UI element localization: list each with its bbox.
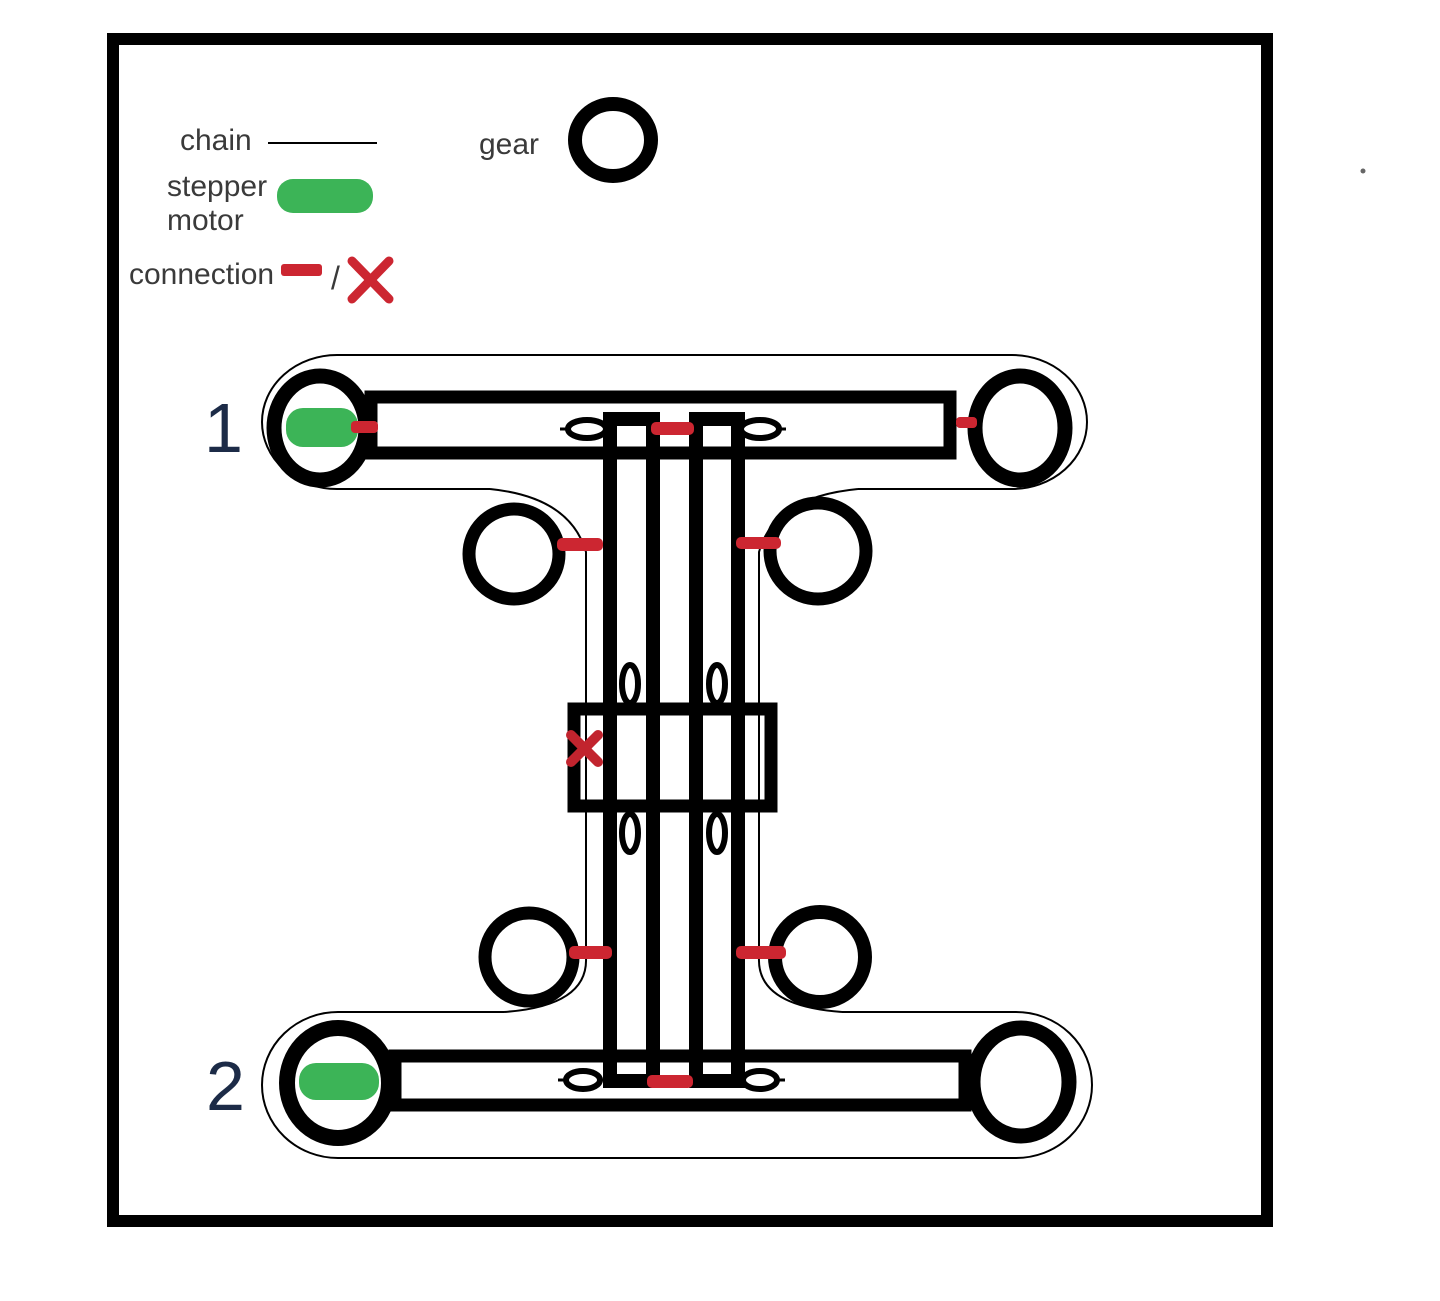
gear-icon: [568, 97, 658, 183]
link-bottom-right: [740, 1068, 780, 1092]
gear-top-right: [967, 368, 1073, 488]
connection-cross-icon: [347, 256, 394, 304]
chain-outline: [261, 354, 1093, 1159]
connection-mid-lower-right: [736, 946, 786, 959]
outer-border: [107, 33, 1273, 1227]
assembly-label-2: 2: [206, 1047, 245, 1125]
gear-mid-upper-left: [462, 502, 566, 606]
legend-stepper-label-line1: stepper: [167, 170, 267, 203]
link-top-right: [738, 417, 782, 441]
connection-mid-upper-right: [736, 537, 781, 549]
gear-mid-lower-right: [768, 905, 872, 1009]
connection-bottom-center: [647, 1075, 693, 1088]
legend-chain-label: chain: [180, 124, 252, 157]
connection-mid-upper-left: [557, 538, 603, 551]
stray-mark: [1360, 168, 1366, 174]
connection-mid-lower-left: [569, 946, 612, 959]
legend: chain stepper motor connection / gear: [129, 97, 658, 304]
legend-stepper-label-line2: motor: [167, 204, 244, 237]
connections: [351, 417, 977, 1088]
link-top-left: [565, 417, 609, 441]
left-vertical-loop: [603, 412, 660, 1088]
legend-connection-separator: /: [331, 260, 340, 296]
link-mid-lower-right: [706, 811, 728, 855]
stepper-motor-icon: [277, 179, 373, 213]
chain-bottom-stadium: [261, 1011, 1093, 1159]
stepper-motor-1: [286, 408, 358, 447]
chain-left-run: [489, 488, 588, 1013]
stepper-motor-2: [299, 1063, 379, 1100]
connection-top-right-gear: [956, 417, 977, 428]
legend-gear-label: gear: [479, 128, 539, 161]
gear-mid-upper-right: [763, 496, 873, 606]
link-mid-upper-right: [706, 662, 728, 706]
gear-mid-lower-left: [478, 906, 580, 1008]
connection-dash-icon: [281, 264, 322, 276]
link-mid-lower-left: [619, 811, 641, 855]
broken-connection-cross: [566, 730, 603, 767]
right-vertical-loop: [689, 412, 745, 1088]
connection-top-center: [651, 422, 694, 435]
link-bottom-left: [563, 1068, 603, 1092]
connection-top-left-gear: [351, 421, 378, 433]
chain-links: [558, 417, 786, 1092]
legend-connection-label: connection: [129, 258, 274, 291]
assembly-label-1: 1: [204, 389, 243, 467]
link-mid-upper-left: [619, 662, 641, 706]
gear-bottom-right: [965, 1020, 1077, 1144]
